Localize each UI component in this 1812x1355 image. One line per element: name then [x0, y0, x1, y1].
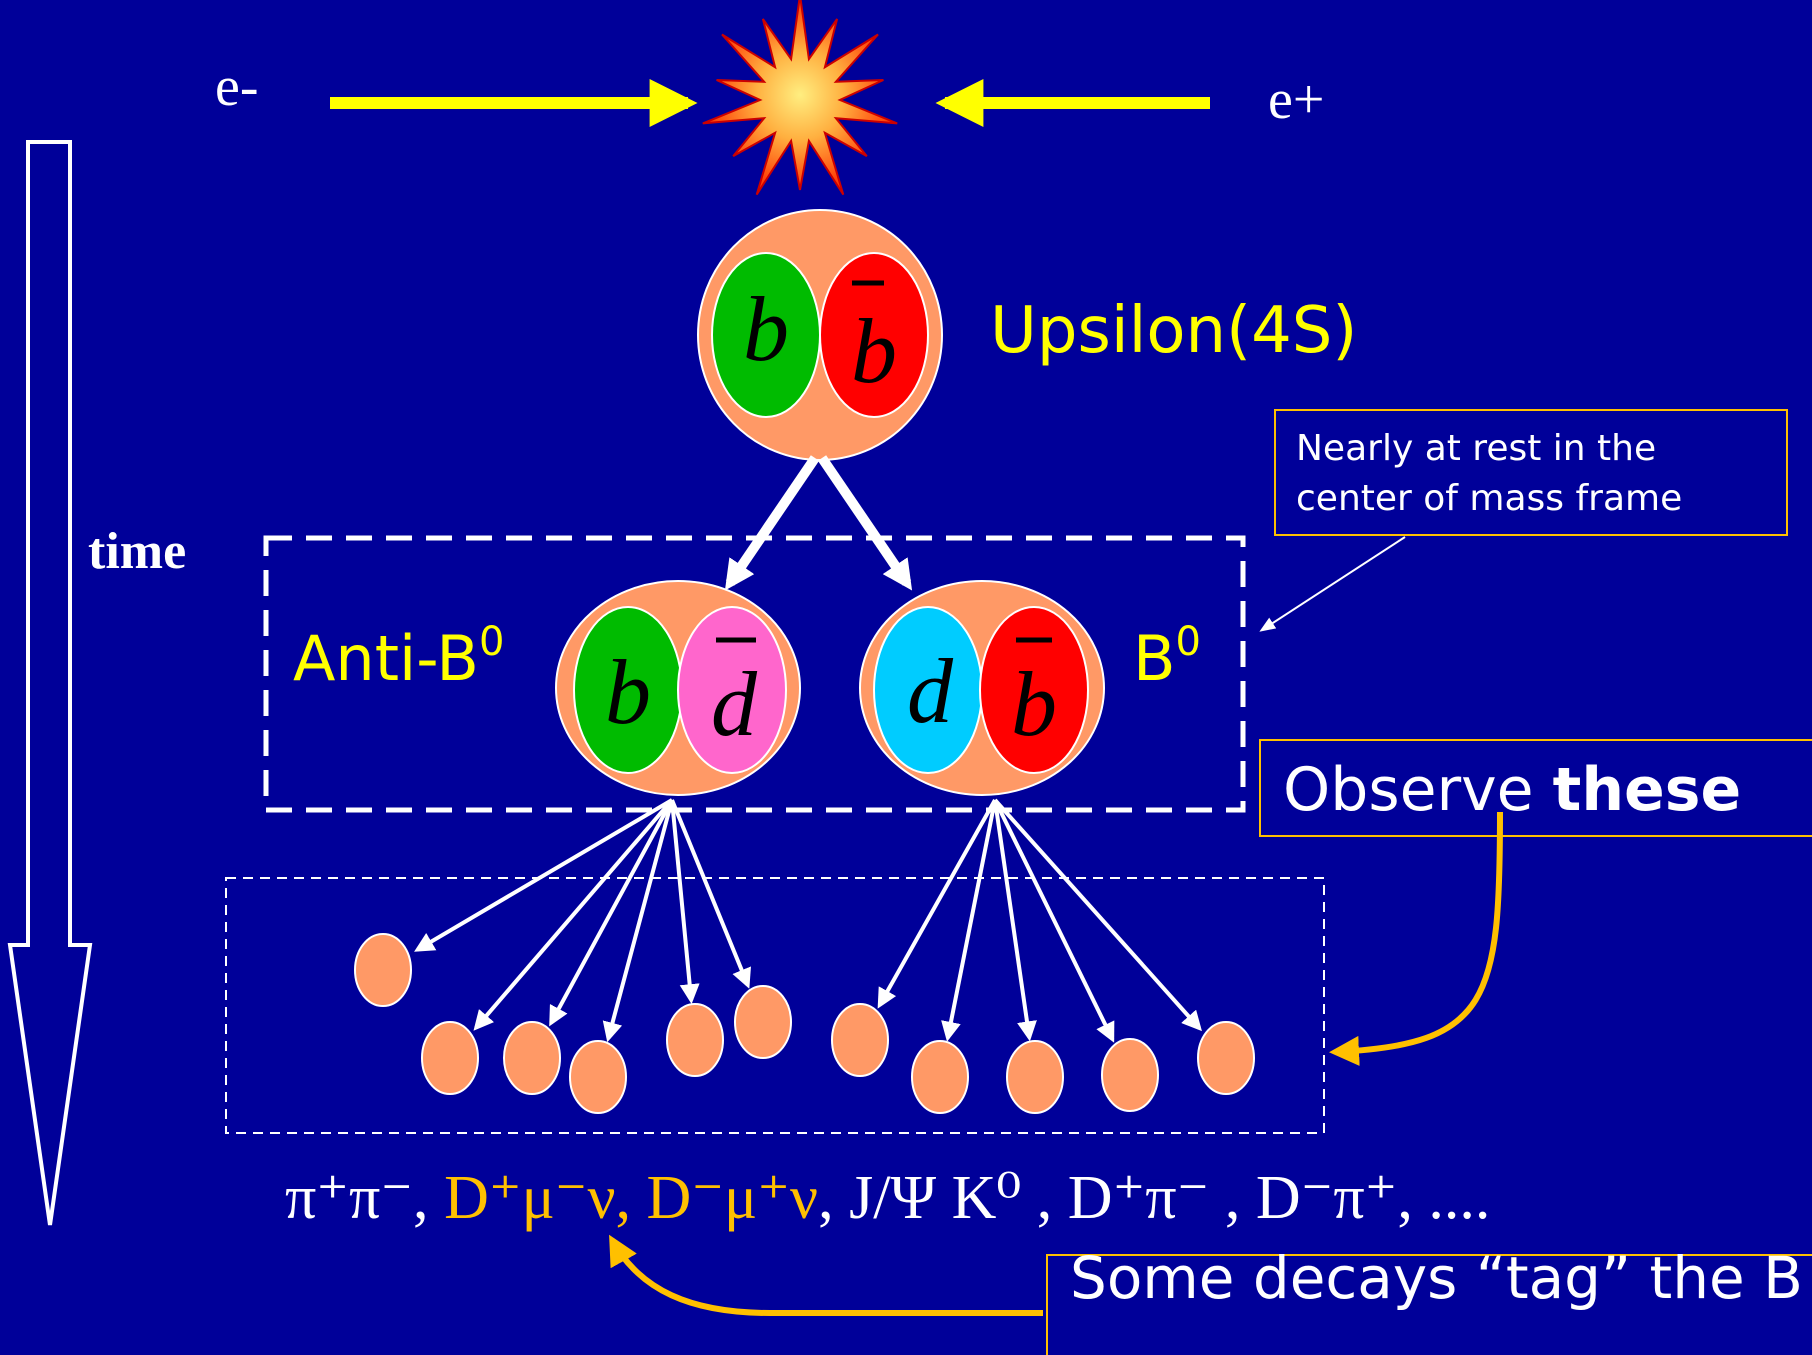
b-antiquark-symbol: b	[851, 300, 897, 402]
decay-product-particle	[735, 986, 791, 1058]
decay-channel-list: π⁺π⁻, D⁺μ⁻ν, D⁻μ⁺ν, J/Ψ K⁰ , D⁺π⁻ , D⁻π⁺…	[285, 1164, 1490, 1232]
decay-product-particle	[1007, 1041, 1063, 1113]
decay-product-arrow	[418, 800, 673, 950]
b-antiquark-symbol: b	[1011, 653, 1057, 755]
positron-label: e+	[1268, 69, 1324, 131]
decay-product-particle	[1198, 1022, 1254, 1094]
decay-product-arrow	[672, 800, 691, 1000]
decay-product-particle	[504, 1022, 560, 1094]
decay-product-particle	[912, 1041, 968, 1113]
time-arrow	[10, 142, 90, 1225]
decay-product-particle	[667, 1004, 723, 1076]
d-quark-symbol: d	[907, 640, 954, 742]
decay-product-arrow	[672, 800, 748, 985]
electron-label: e-	[215, 56, 259, 118]
b-quark-symbol: b	[605, 641, 651, 743]
decay-products	[355, 934, 1254, 1113]
anti-b0-meson: b d	[556, 581, 800, 795]
observe-note: Observe these	[1283, 755, 1741, 825]
decay-product-arrow	[948, 800, 995, 1038]
upsilon-meson: b b	[698, 210, 942, 460]
tag-channels: D⁺μ⁻ν, D⁻μ⁺ν	[444, 1164, 818, 1232]
collision-burst-icon	[703, 0, 897, 195]
decay-product-particle	[355, 934, 411, 1006]
decay-product-particle	[1102, 1039, 1158, 1111]
decay-product-arrows	[418, 800, 1200, 1039]
b0-meson: d b	[860, 581, 1104, 795]
decay-arrow-right	[822, 458, 907, 583]
decay-product-arrow	[880, 800, 995, 1005]
b0-label: B0	[1133, 619, 1201, 695]
b-quark-symbol: b	[743, 278, 789, 380]
time-label: time	[88, 523, 186, 580]
observe-pointer	[1335, 812, 1500, 1052]
other-channels: , J/Ψ K⁰ , D⁺π⁻ , D⁻π⁺, ....	[818, 1164, 1490, 1232]
rest-frame-note-line-1: Nearly at rest in the	[1296, 428, 1656, 469]
decay-product-arrow	[995, 800, 1199, 1028]
decay-product-particle	[832, 1004, 888, 1076]
rest-frame-note-line-2: center of mass frame	[1296, 478, 1682, 519]
d-antiquark-symbol: d	[711, 653, 758, 755]
pi-pi-channel: π⁺π⁻,	[285, 1164, 444, 1232]
anti-b0-label: Anti-B0	[293, 619, 504, 695]
decay-product-particle	[570, 1041, 626, 1113]
tag-note: Some decays “tag” the B	[1070, 1244, 1803, 1312]
decay-arrow-left	[730, 458, 815, 583]
tag-pointer	[612, 1240, 1043, 1313]
upsilon-label: Upsilon(4S)	[990, 294, 1357, 368]
rest-frame-pointer	[1262, 537, 1405, 630]
decay-product-particle	[422, 1022, 478, 1094]
